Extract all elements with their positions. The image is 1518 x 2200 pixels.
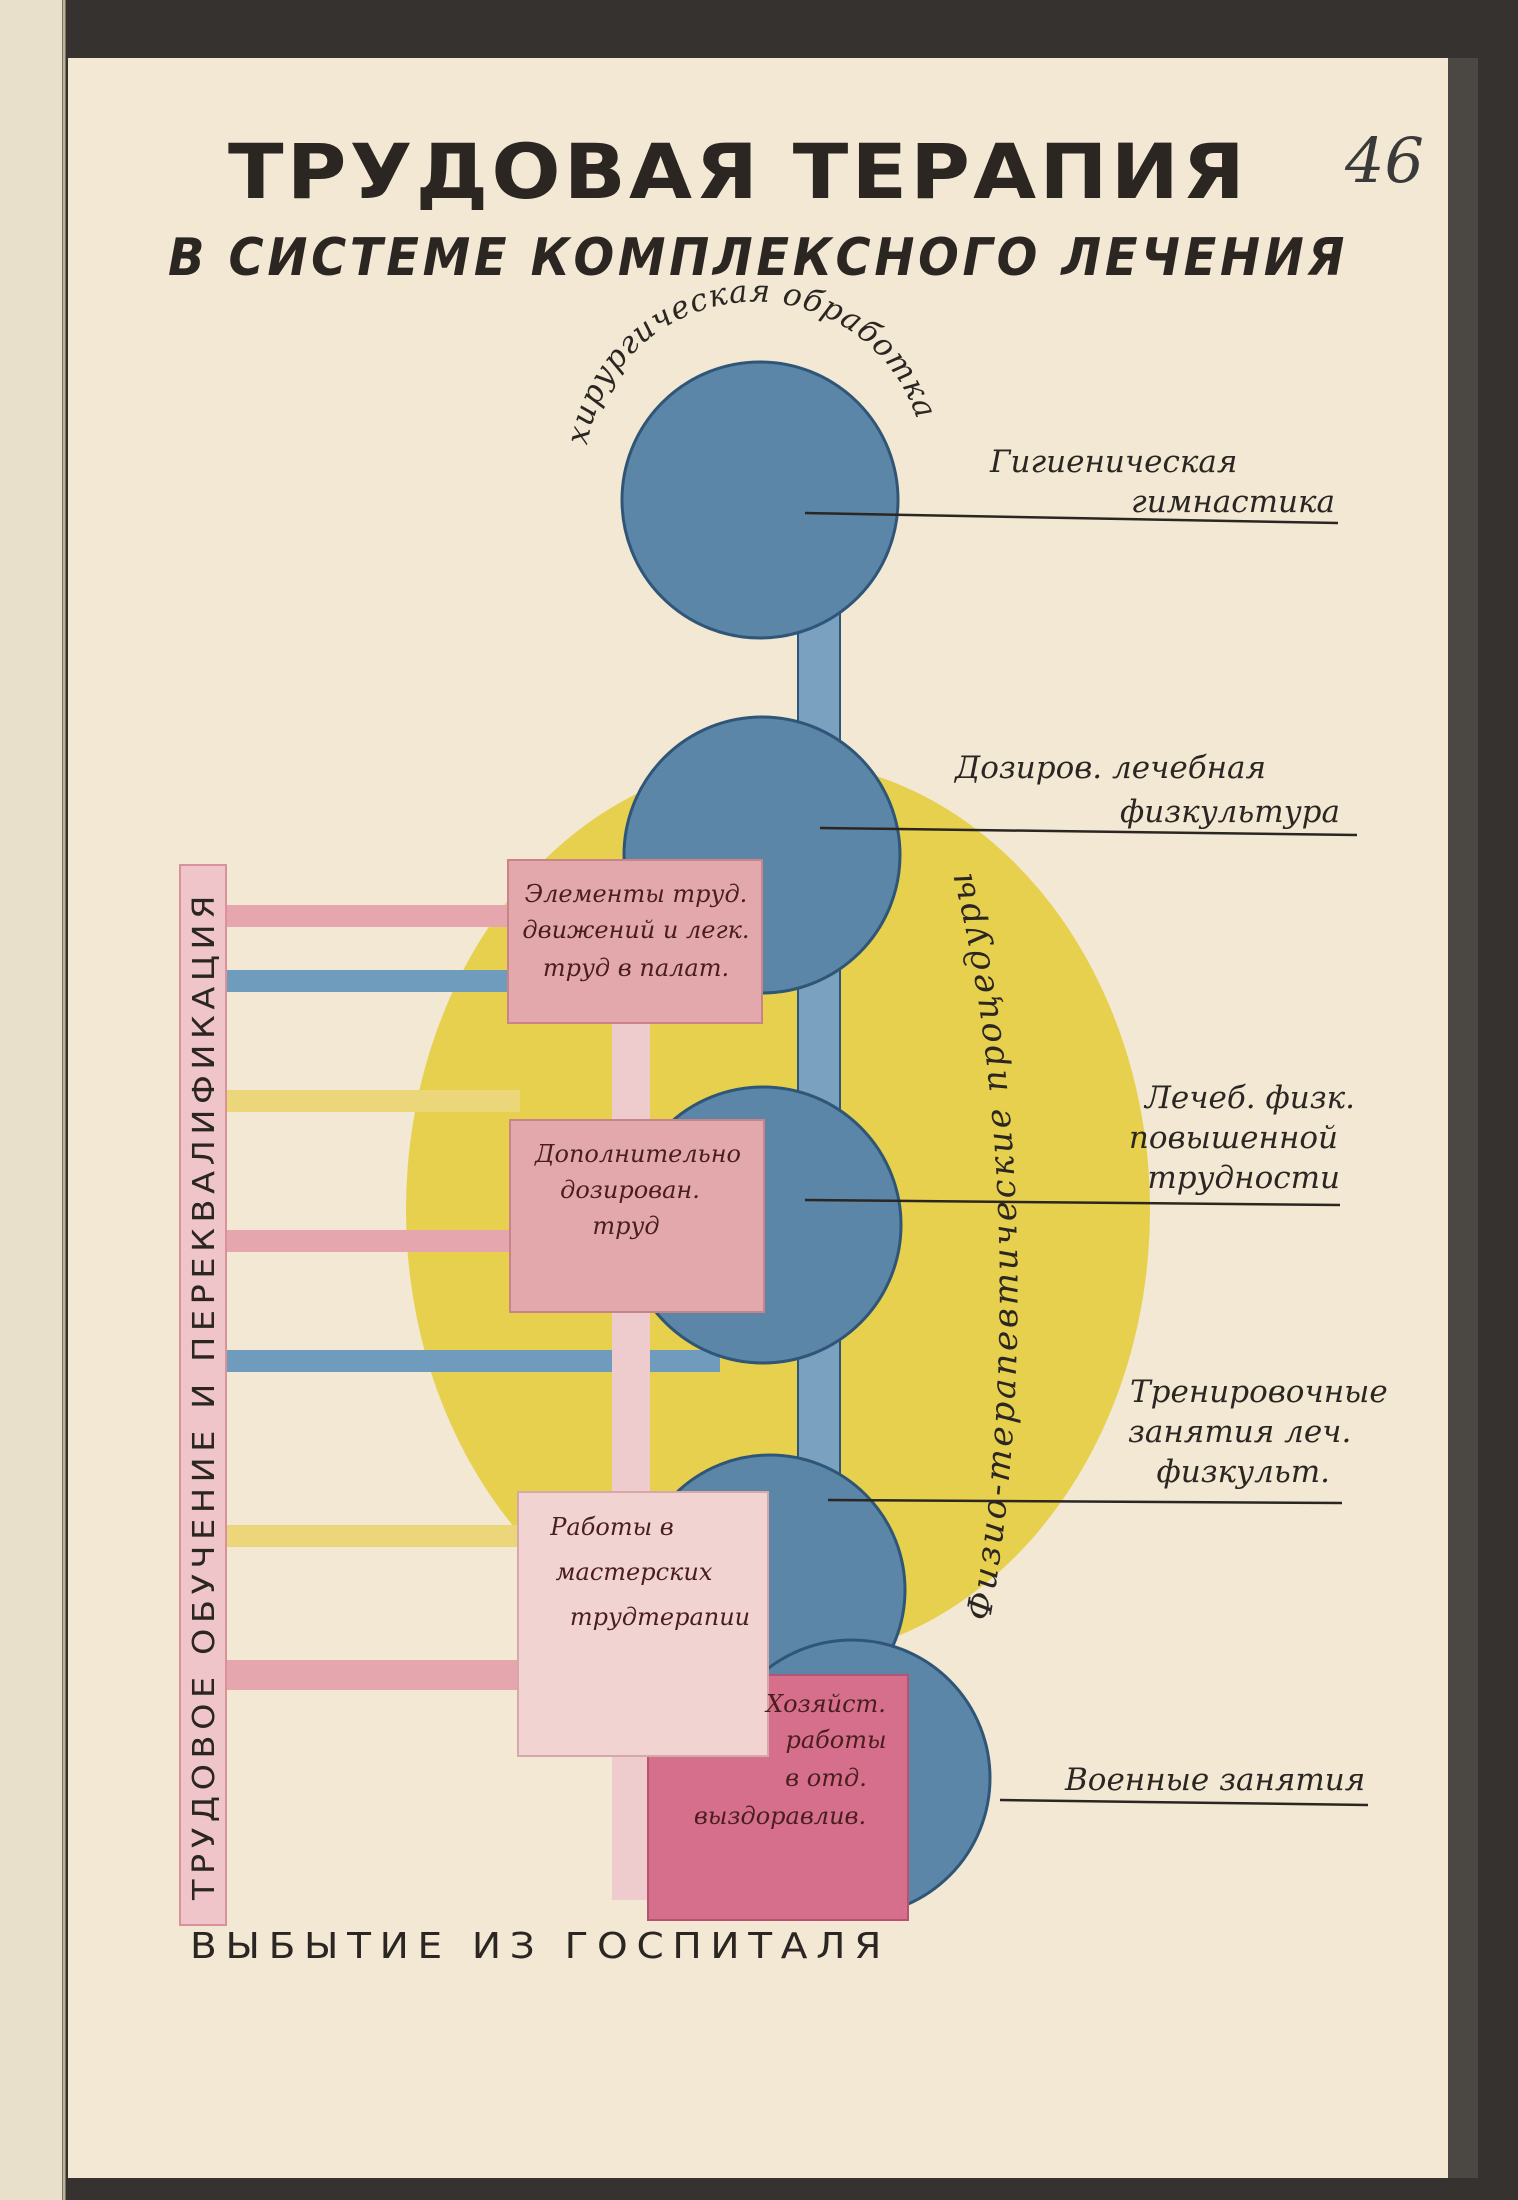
box-3-line-3: трудтерапии <box>570 1603 750 1631</box>
page-title: ТРУДОВАЯ ТЕРАПИЯ <box>228 127 1248 216</box>
box-4-line-1: Хозяйст. <box>764 1690 886 1718</box>
leader-line-2 <box>819 826 1358 837</box>
labour-box-2 <box>509 1119 765 1313</box>
box-3-line-1: Работы в <box>549 1513 673 1541</box>
stage-label-1-line-2: гимнастика <box>1131 484 1335 520</box>
page-number: 46 <box>1344 124 1424 197</box>
stage-label-3-line-2: повышенной <box>1129 1120 1338 1156</box>
box-3-line-2: мастерских <box>556 1558 713 1586</box>
stage-labels: Гигиеническая гимнастика Дозиров. лечебн… <box>953 444 1388 1798</box>
leader-line-5 <box>999 1798 1369 1807</box>
box-1-line-3: труд в палат. <box>543 954 729 982</box>
retraining-bar-label: ТРУДОВОЕ ОБУЧЕНИЕ И ПЕРЕКВАЛИФИКАЦИЯ <box>187 890 222 1901</box>
stage-label-4-line-3: физкульт. <box>1157 1454 1331 1490</box>
stripe-yellow <box>210 1525 520 1547</box>
stripe-blue <box>210 1350 720 1372</box>
box-4-line-4: выздоравлив. <box>694 1802 866 1830</box>
stage-circle-1 <box>620 360 900 640</box>
labour-box-3 <box>517 1491 769 1757</box>
box-2-line-3: труд <box>592 1212 659 1240</box>
box-labels: Элементы труд. движений и легк. труд в п… <box>522 880 886 1830</box>
leader-line-1 <box>804 511 1339 525</box>
leader-line-3 <box>804 1198 1341 1207</box>
stripe-pink <box>210 1230 520 1252</box>
stripe-pink <box>210 905 520 927</box>
leader-lines <box>804 511 1369 1807</box>
box-4-line-2: работы <box>785 1726 886 1754</box>
box-2-line-1: Дополнительно <box>534 1140 741 1168</box>
stage-label-3-line-1: Лечеб. физк. <box>1143 1080 1355 1116</box>
stage-label-4-line-1: Тренировочные <box>1130 1374 1388 1410</box>
stripe-blue <box>210 970 520 992</box>
box-1-line-2: движений и легк. <box>522 916 749 944</box>
stage-label-1-line-1: Гигиеническая <box>989 444 1237 480</box>
stage-label-2-line-1: Дозиров. лечебная <box>953 750 1266 786</box>
discharge-label: ВЫБЫТИЕ ИЗ ГОСПИТАЛЯ <box>190 1926 890 1967</box>
leader-line-4 <box>827 1498 1343 1505</box>
stripe-pink <box>210 1660 520 1690</box>
box-2-line-2: дозирован. <box>560 1176 700 1204</box>
paper-edge <box>1448 58 1478 2178</box>
stage-label-4-line-2: занятия леч. <box>1128 1414 1351 1450</box>
labour-boxes <box>507 859 909 1921</box>
stage-label-2-line-2: физкультура <box>1120 794 1340 830</box>
box-4-line-3: в отд. <box>785 1764 867 1792</box>
stage-label-3-line-3: трудности <box>1147 1160 1340 1196</box>
page-subtitle: В СИСТЕМЕ КОМПЛЕКСНОГО ЛЕЧЕНИЯ <box>168 228 1348 288</box>
stripe-yellow <box>210 1090 520 1112</box>
labour-box-1 <box>507 859 763 1024</box>
retraining-vertical-bar <box>179 864 227 1926</box>
stage-label-5-line-1: Военные занятия <box>1064 1762 1365 1798</box>
box-1-line-1: Элементы труд. <box>525 880 748 908</box>
stripes-group <box>210 905 720 1690</box>
book-spine <box>0 0 62 2200</box>
